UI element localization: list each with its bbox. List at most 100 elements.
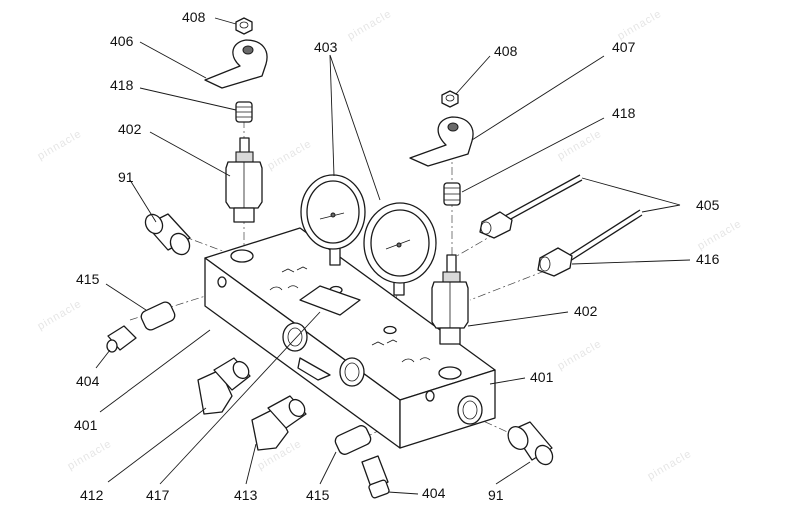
valve-neck [442,271,461,283]
nut-408 [235,17,253,35]
watermark: pinnacle [346,8,394,43]
label-401: 401 [74,417,98,433]
fitting-91-left [144,213,191,256]
valve-base [233,207,255,223]
watermark: pinnacle [266,138,314,173]
side-port-small [425,390,435,402]
nut-hole [445,94,455,102]
top-port [383,325,397,335]
block-end-face [399,369,496,449]
label-418: 418 [110,77,134,93]
label-406: 406 [110,33,134,49]
label-91: 91 [488,487,504,503]
leader-405b [641,204,681,213]
gauge-face [306,180,360,244]
pressure-gauge-left [300,174,366,266]
marking [269,285,299,291]
leader-407 [471,55,605,141]
right-valve-stack [409,90,474,345]
leader-406 [139,41,207,79]
leader-402b [467,311,569,327]
probe-lower-416 [537,209,643,277]
side-port-inner [287,327,303,347]
elbow-thread [232,360,250,380]
label-415: 415 [76,271,100,287]
label-402: 402 [118,121,142,137]
label-416: 416 [696,251,720,267]
top-port [230,249,254,263]
top-port [438,366,462,380]
fitting-end [169,232,191,256]
fitting-thread [480,221,492,235]
leader-412 [107,407,207,483]
handle-hole [242,45,254,55]
valve-neck [235,151,254,163]
leader-413 [245,443,257,485]
block-slot [299,285,361,316]
label-412: 412 [80,487,104,503]
handle-406 [204,39,268,89]
manifold-block [204,227,496,449]
spring-coils [444,187,460,201]
label-404: 404 [422,485,446,501]
probe-fitting [537,247,573,277]
leader-418b [461,117,605,193]
side-port [282,322,308,352]
bleed-tip [368,479,390,499]
leader-417 [159,311,321,485]
label-405: 405 [696,197,720,213]
plug-body [334,425,372,455]
handle-407 [409,116,474,167]
leader-401a [99,329,211,413]
leader-416 [571,259,691,265]
probe-upper [479,174,583,239]
probe-rod [569,214,643,262]
end-port [457,395,483,425]
gauge-pivot [396,242,402,248]
watermark: pinnacle [66,438,114,473]
fitting-tip [534,444,554,466]
marking [401,357,431,363]
label-408: 408 [494,43,518,59]
nut-408 [441,90,459,108]
side-port [339,357,365,387]
label-415: 415 [306,487,330,503]
leader-415a [105,283,147,311]
leader-lines [95,17,691,495]
leader-91b [495,461,531,485]
label-91: 91 [118,169,134,185]
label-404: 404 [76,373,100,389]
bleed-404-left [106,325,137,353]
probe-rod [504,174,581,217]
probe-fitting [479,211,513,239]
elbow-413 [251,395,307,451]
plug-body [140,301,176,331]
leader-418a [139,87,237,111]
label-408: 408 [182,9,206,25]
side-port-inner [344,362,360,382]
label-418: 418 [612,105,636,121]
watermark: pinnacle [646,448,694,483]
end-port-inner [462,400,478,420]
elbow-thread [288,398,306,418]
fitting-end [507,426,529,450]
block-notch [297,357,331,381]
label-407: 407 [612,39,636,55]
watermark: pinnacle [36,298,84,333]
elbow-412 [197,357,251,415]
probe-rod [506,179,583,222]
valve-base [439,327,461,345]
plug-415-left [140,301,176,331]
leader-408b [455,55,491,95]
watermark: pinnacle [36,128,84,163]
handle-hole [447,122,459,132]
left-valve-stack [204,17,268,223]
watermark: pinnacle [696,218,744,253]
leader-405a [581,177,681,206]
leader-402a [149,131,231,177]
fitting-91-right [507,421,554,466]
nut-hole [239,21,249,29]
marking [281,266,308,273]
